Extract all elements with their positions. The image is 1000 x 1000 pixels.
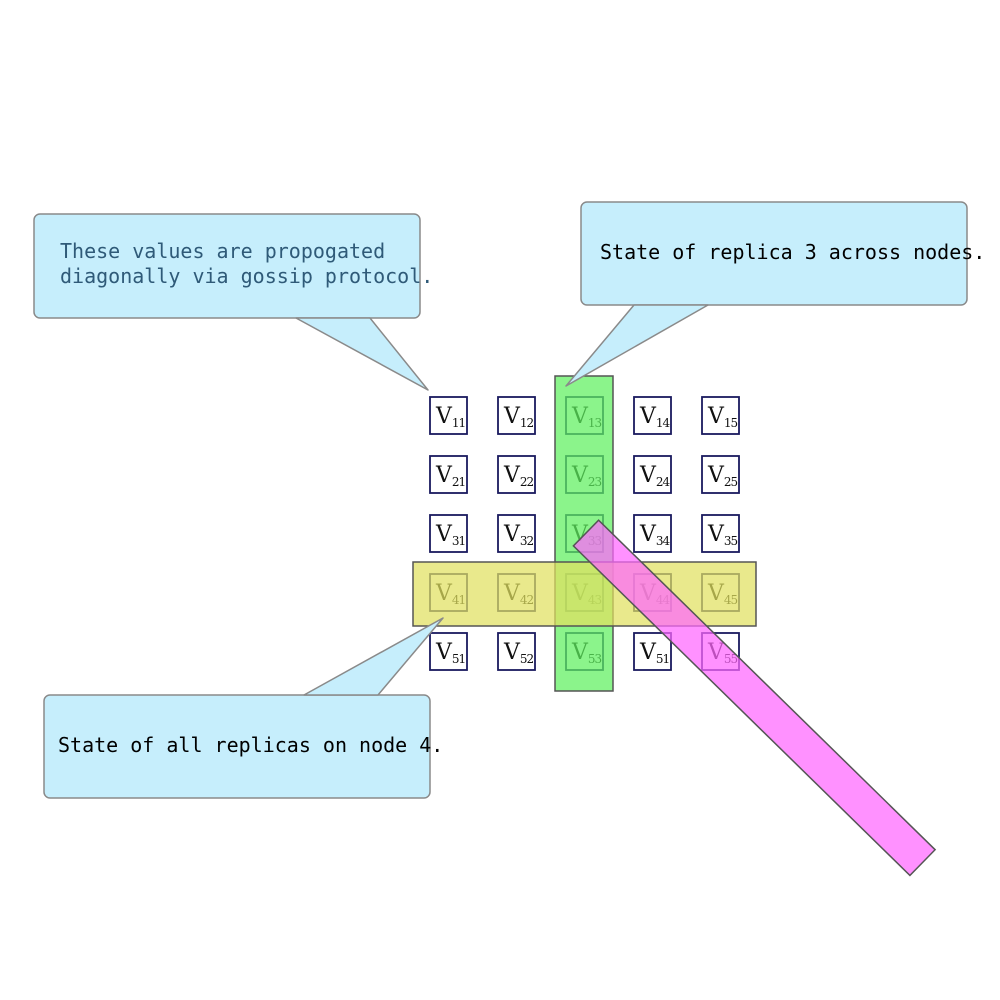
matrix-cell: V24 (633, 455, 672, 494)
matrix-cell-label: V24 (639, 463, 671, 489)
matrix-cell-box (633, 632, 672, 671)
matrix-cell-box (497, 396, 536, 435)
matrix-cell: V34 (633, 514, 672, 553)
matrix-cell-label: V51 (639, 640, 669, 666)
callout-row-text: State of all replicas on node 4. (58, 733, 443, 757)
matrix-cell-label: V25 (707, 463, 738, 489)
node-4-row-highlight (412, 561, 757, 627)
matrix-cell-box (429, 396, 468, 435)
matrix-cell: V14 (633, 396, 672, 435)
matrix-cell: V21 (429, 455, 468, 494)
matrix-cell-box (633, 514, 672, 553)
matrix-cell: V11 (429, 396, 468, 435)
callout-diagonal: These values are propogated diagonally v… (33, 213, 433, 391)
callout-column-box (580, 201, 968, 306)
matrix-cell-box (497, 514, 536, 553)
matrix-cell-box (429, 455, 468, 494)
callout-row-box (43, 694, 431, 799)
callout-column-pointer (565, 304, 709, 387)
gossip-diagonal-highlight (572, 519, 937, 877)
matrix-cell-label: V32 (503, 522, 534, 548)
callout-column-text: State of replica 3 across nodes. (600, 240, 985, 264)
callout-diagonal-pointer (295, 317, 429, 391)
callout-diagonal-box (33, 213, 421, 319)
matrix-cell-box (429, 514, 468, 553)
matrix-cell-box (497, 632, 536, 671)
matrix-cell-label: V35 (707, 522, 738, 548)
matrix-cell-box (497, 455, 536, 494)
callout-row: State of all replicas on node 4. (43, 617, 444, 799)
matrix-cell-label: V51 (435, 640, 465, 666)
matrix-cell: V32 (497, 514, 536, 553)
matrix-cell-label: V21 (435, 463, 465, 489)
matrix-cell: V51 (429, 632, 468, 671)
callout-row-pointer (303, 617, 444, 696)
matrix-cell: V12 (497, 396, 536, 435)
matrix-cell-box (429, 632, 468, 671)
matrix-cell: V52 (497, 632, 536, 671)
matrix-cell-label: V34 (639, 522, 671, 548)
matrix-cell-label: V15 (707, 404, 738, 430)
matrix-cell-label: V12 (503, 404, 534, 430)
matrix-cell-box (633, 455, 672, 494)
matrix-cell-box (701, 455, 740, 494)
matrix-cell-label: V52 (503, 640, 534, 666)
matrix-cell: V31 (429, 514, 468, 553)
matrix-cell: V15 (701, 396, 740, 435)
matrix-cell-box (701, 514, 740, 553)
matrix-cell-box (633, 396, 672, 435)
matrix-cell-label: V31 (435, 522, 465, 548)
matrix-cell-label: V14 (639, 404, 671, 430)
matrix-cell: V51 (633, 632, 672, 671)
matrix-cell: V35 (701, 514, 740, 553)
matrix-cell: V22 (497, 455, 536, 494)
matrix-cell-label: V11 (435, 404, 465, 430)
matrix-cell: V25 (701, 455, 740, 494)
callout-column: State of replica 3 across nodes. (565, 201, 985, 387)
matrix-cell-box (701, 396, 740, 435)
callout-diagonal-text: These values are propogated diagonally v… (60, 239, 433, 288)
matrix-cell-label: V22 (503, 463, 534, 489)
